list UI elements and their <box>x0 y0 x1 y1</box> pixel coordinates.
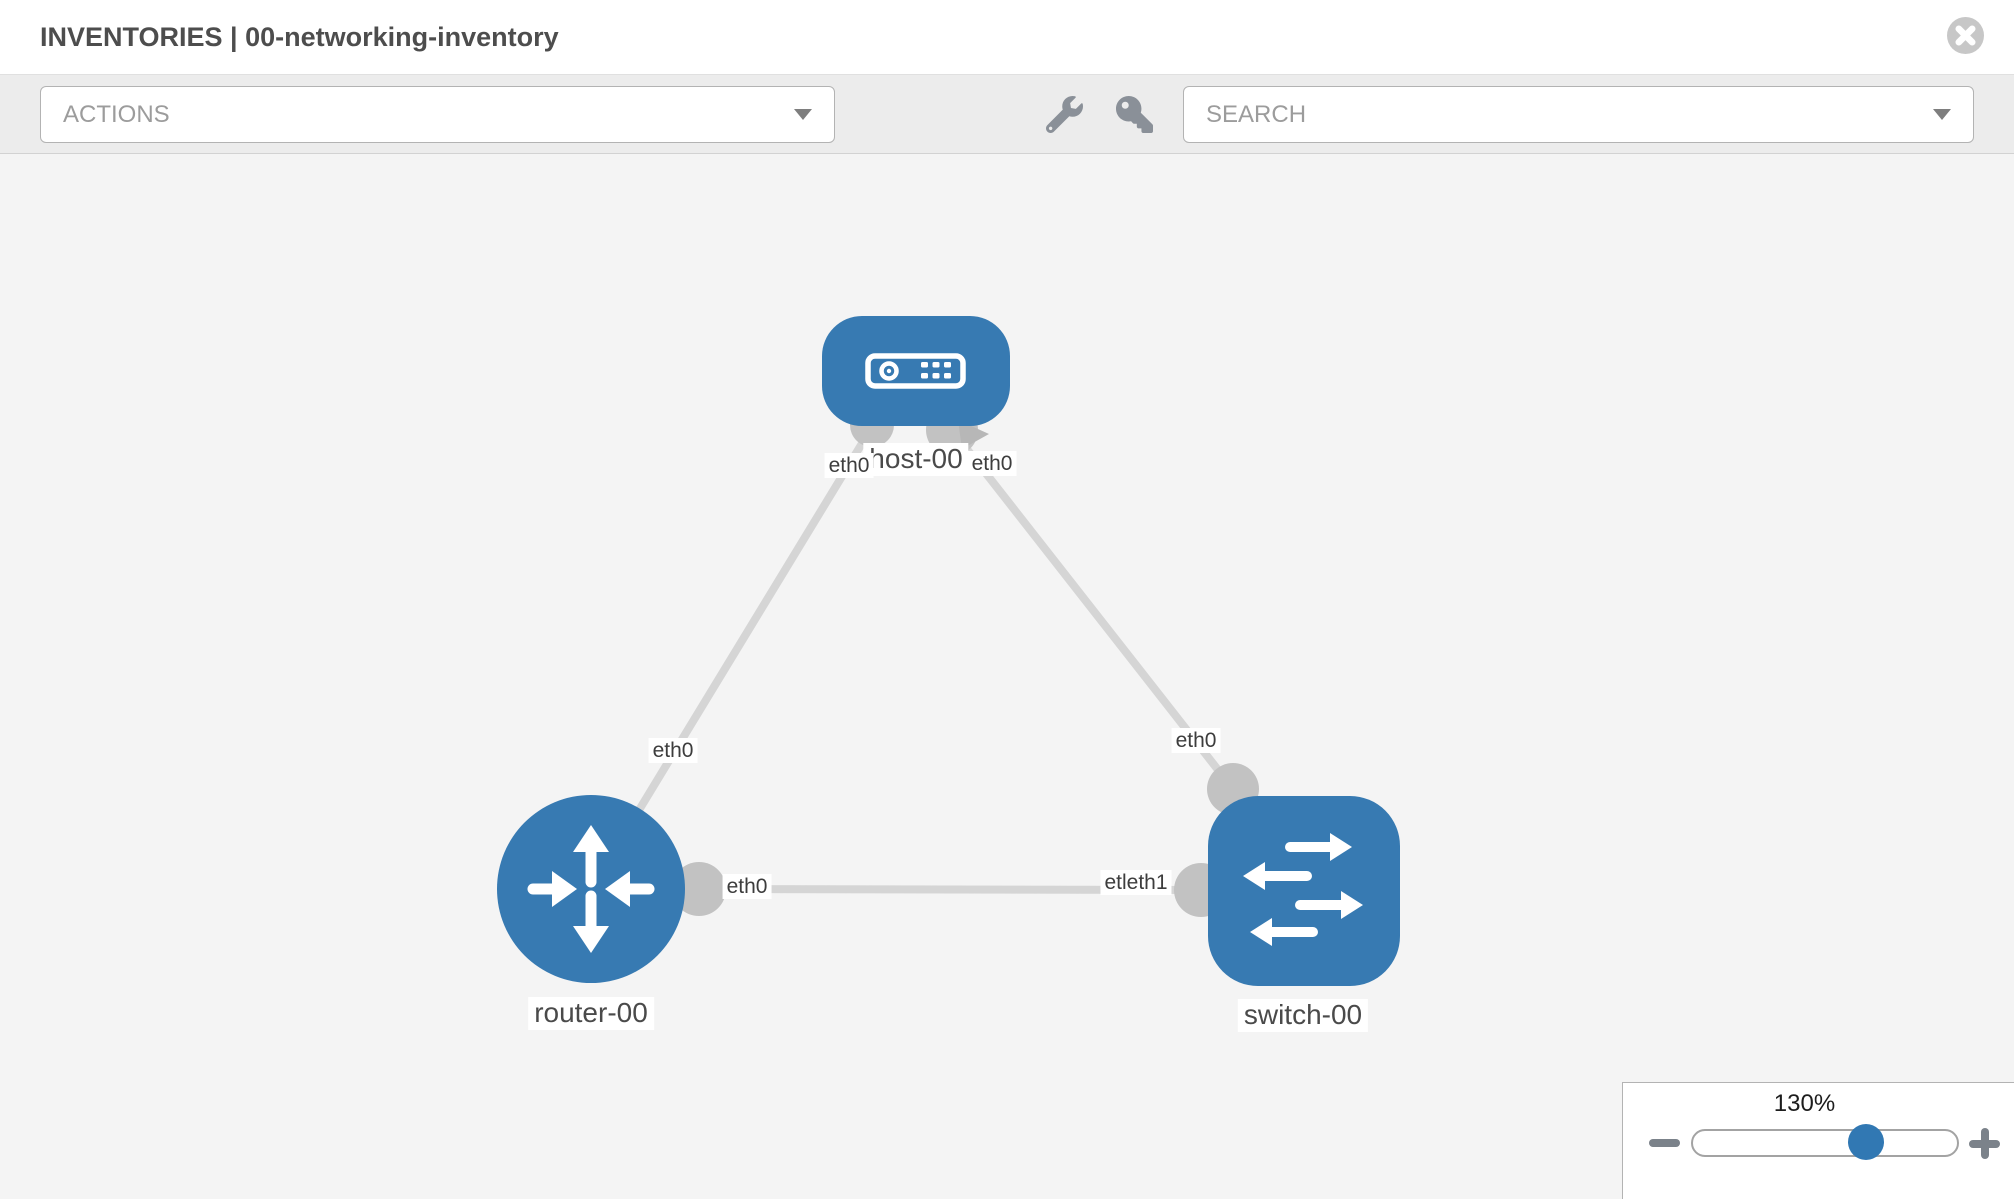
interface-label-host-right: eth0 <box>967 451 1017 477</box>
chevron-down-icon <box>1933 109 1951 120</box>
interface-label-host-left: eth0 <box>824 453 874 479</box>
host-icon <box>865 353 966 389</box>
interface-label-router-top: eth0 <box>648 738 698 764</box>
zoom-out-button[interactable] <box>1649 1139 1680 1147</box>
chevron-down-icon <box>794 109 812 120</box>
zoom-in-button[interactable] <box>1969 1128 2000 1159</box>
actions-dropdown[interactable]: ACTIONS <box>40 86 835 143</box>
connector-router-right[interactable] <box>672 862 726 916</box>
zoom-slider-handle[interactable] <box>1848 1124 1884 1160</box>
node-router[interactable] <box>497 795 685 983</box>
link-arrowhead <box>958 420 989 449</box>
node-label-switch: switch-00 <box>1237 999 1369 1032</box>
zoom-level-value: 130% <box>1773 1090 1836 1117</box>
node-host[interactable] <box>822 316 1010 426</box>
actions-dropdown-label: ACTIONS <box>63 100 170 128</box>
zoom-slider-track[interactable] <box>1691 1124 1959 1160</box>
switch-icon <box>1243 833 1363 946</box>
interface-label-switch-left: etleth1 <box>1100 870 1172 896</box>
zoom-control-panel: 130% <box>1622 1082 2014 1199</box>
node-label-router: router-00 <box>528 997 654 1030</box>
interface-label-switch-top: eth0 <box>1171 728 1221 754</box>
close-icon[interactable] <box>1947 17 1984 54</box>
wrench-icon[interactable] <box>1045 96 1083 134</box>
node-switch[interactable] <box>1208 796 1400 986</box>
breadcrumb-header: INVENTORIES | 00-networking-inventory <box>0 0 2014 75</box>
search-dropdown[interactable]: SEARCH <box>1183 86 1974 143</box>
page-title: INVENTORIES | 00-networking-inventory <box>40 22 559 52</box>
node-label-host: host-00 <box>863 443 969 476</box>
toolbar: ACTIONS SEARCH <box>0 75 2014 154</box>
search-dropdown-label: SEARCH <box>1206 100 1307 128</box>
router-icon <box>527 825 655 953</box>
key-icon[interactable] <box>1116 96 1153 133</box>
topology-canvas[interactable]: host-00 router-00 switch-00 eth0 eth0 et… <box>0 154 2014 1199</box>
interface-label-router-right: eth0 <box>722 874 772 900</box>
